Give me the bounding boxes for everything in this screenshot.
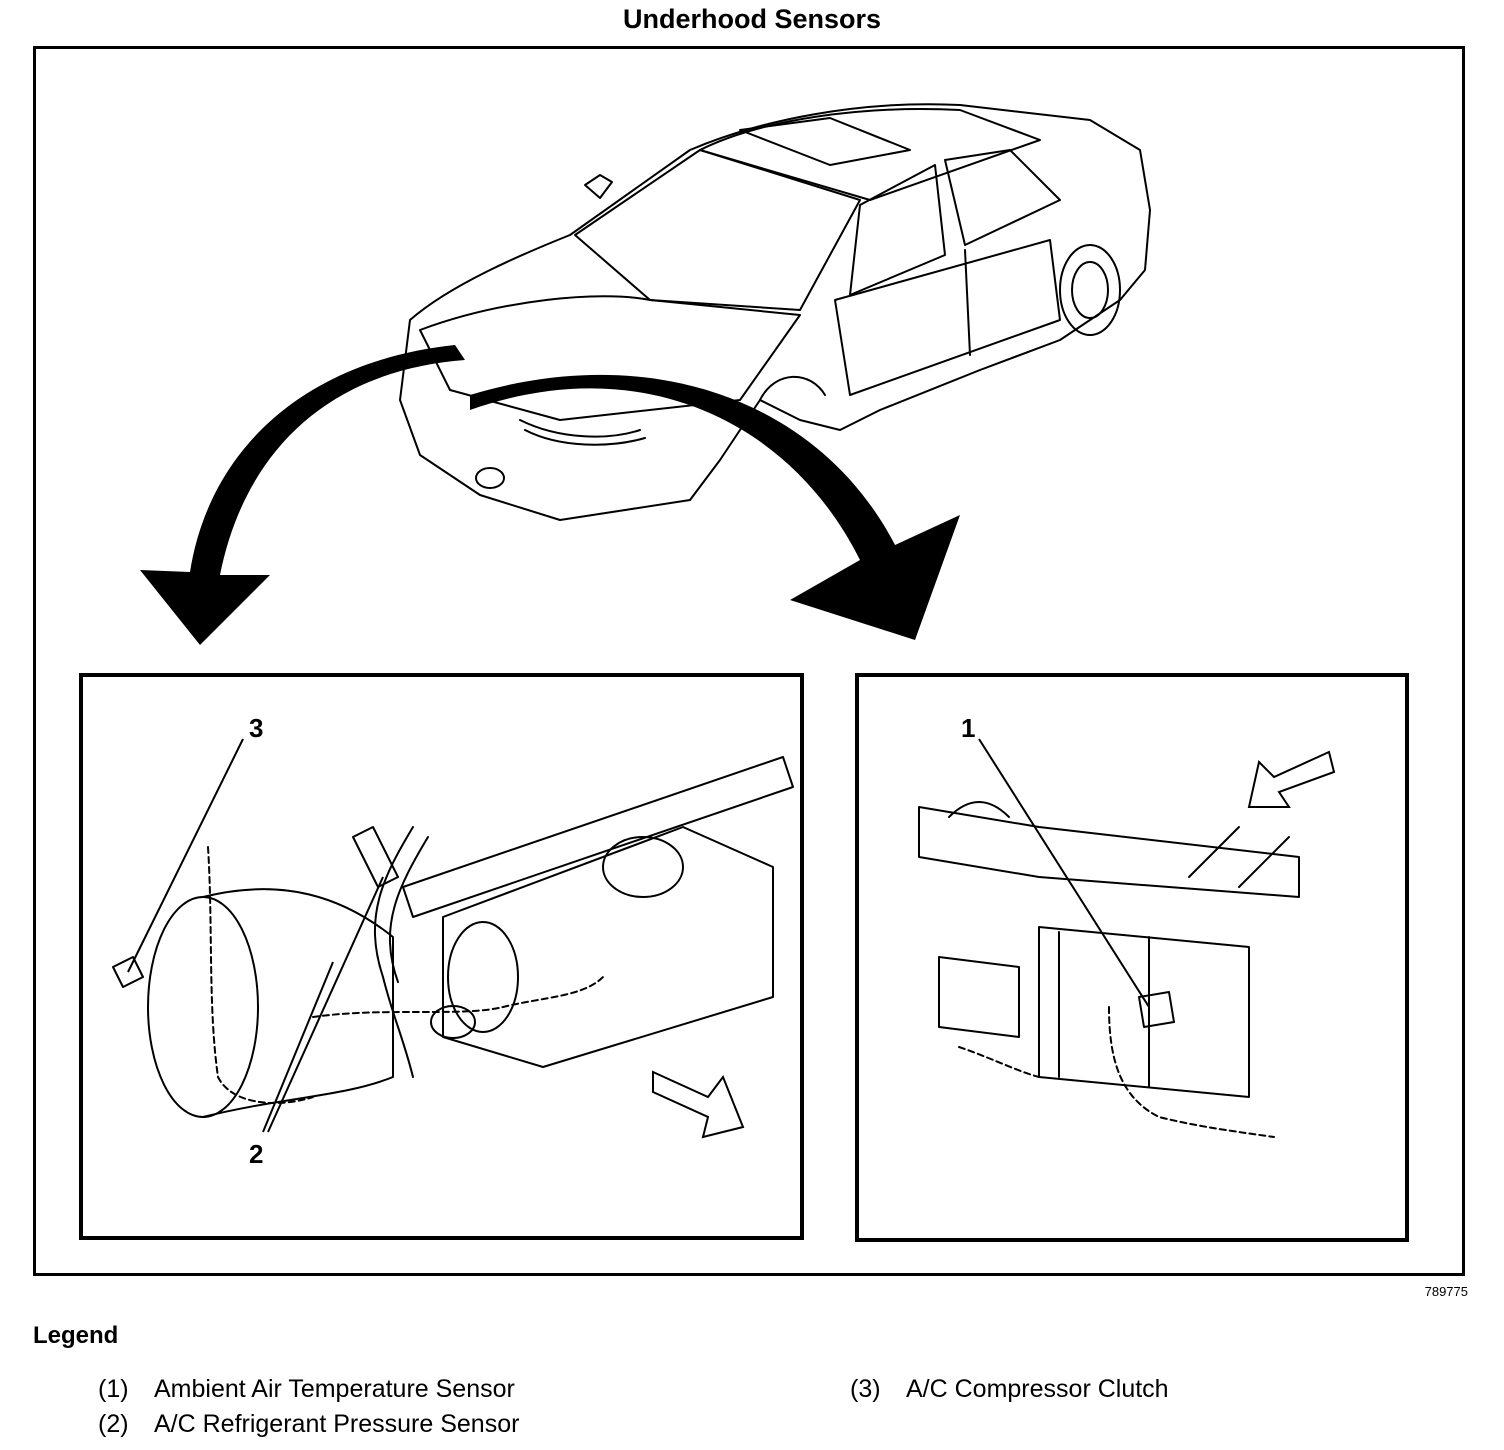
car-illustration (140, 103, 1151, 645)
legend-item: (1) Ambient Air Temperature Sensor (98, 1375, 515, 1404)
legend-item-number: (3) (850, 1375, 881, 1403)
leader-line-2a (262, 961, 334, 1133)
radiator-support (918, 806, 1300, 898)
callout-3: 3 (249, 713, 264, 743)
condenser (1038, 926, 1250, 1098)
pressure-sensor-fitting (352, 826, 399, 888)
diagram-frame (33, 46, 1465, 1276)
compressor-clutch-face (602, 836, 684, 898)
inset-right: 1 (855, 673, 1409, 1242)
page-title: Underhood Sensors (622, 4, 882, 34)
car-grille (519, 419, 641, 438)
car-fog-light (475, 467, 505, 489)
direction-arrow-icon (1247, 750, 1336, 808)
direction-arrow-icon (652, 1070, 745, 1139)
legend-item-number: (1) (98, 1375, 129, 1403)
callout-1: 1 (961, 713, 976, 743)
sensor-harness (1108, 1006, 1275, 1138)
car-mirror (584, 174, 613, 199)
car-windshield (574, 149, 861, 311)
engine-bay-left-illustration (112, 738, 794, 1139)
clutch-connector (112, 956, 144, 988)
support-bracket (938, 956, 1020, 1038)
arrow-right (470, 374, 960, 640)
legend-item-label: Ambient Air Temperature Sensor (154, 1375, 515, 1403)
car-side-window-rear (944, 149, 1061, 246)
leader-line-3 (127, 738, 244, 973)
car-sunroof (739, 117, 911, 166)
leader-line-1 (978, 738, 1150, 1008)
legend-item: (3) A/C Compressor Clutch (850, 1375, 1169, 1404)
car-front-wheel-arch (759, 375, 826, 401)
leader-line-2b (267, 876, 384, 1133)
car-door-line (834, 239, 1061, 396)
ambient-sensor (1138, 991, 1175, 1028)
arrow-left (140, 345, 465, 645)
legend-item-label: A/C Compressor Clutch (906, 1375, 1169, 1403)
refrigerant-hose (374, 826, 414, 1078)
legend-item: (2) A/C Refrigerant Pressure Sensor (98, 1410, 519, 1439)
car-rear-wheel (1059, 244, 1121, 336)
wire-harness (207, 846, 314, 1104)
inset-left: 3 2 (79, 673, 804, 1240)
legend-item-number: (2) (98, 1410, 129, 1438)
car-door-divider (964, 249, 971, 356)
figure-id: 789775 (1424, 1284, 1468, 1299)
callout-2: 2 (249, 1139, 264, 1169)
air-intake-duct (147, 896, 259, 1118)
engine-bay-right-illustration (918, 738, 1336, 1138)
car-side-window-front (849, 164, 946, 296)
car-body-outline (399, 103, 1151, 521)
legend-item-label: A/C Refrigerant Pressure Sensor (154, 1410, 520, 1438)
car-hood (419, 295, 801, 421)
legend-title: Legend (33, 1322, 119, 1349)
car-roof (699, 108, 1041, 201)
lower-fitting (430, 1005, 476, 1039)
frame-rail (402, 756, 794, 918)
